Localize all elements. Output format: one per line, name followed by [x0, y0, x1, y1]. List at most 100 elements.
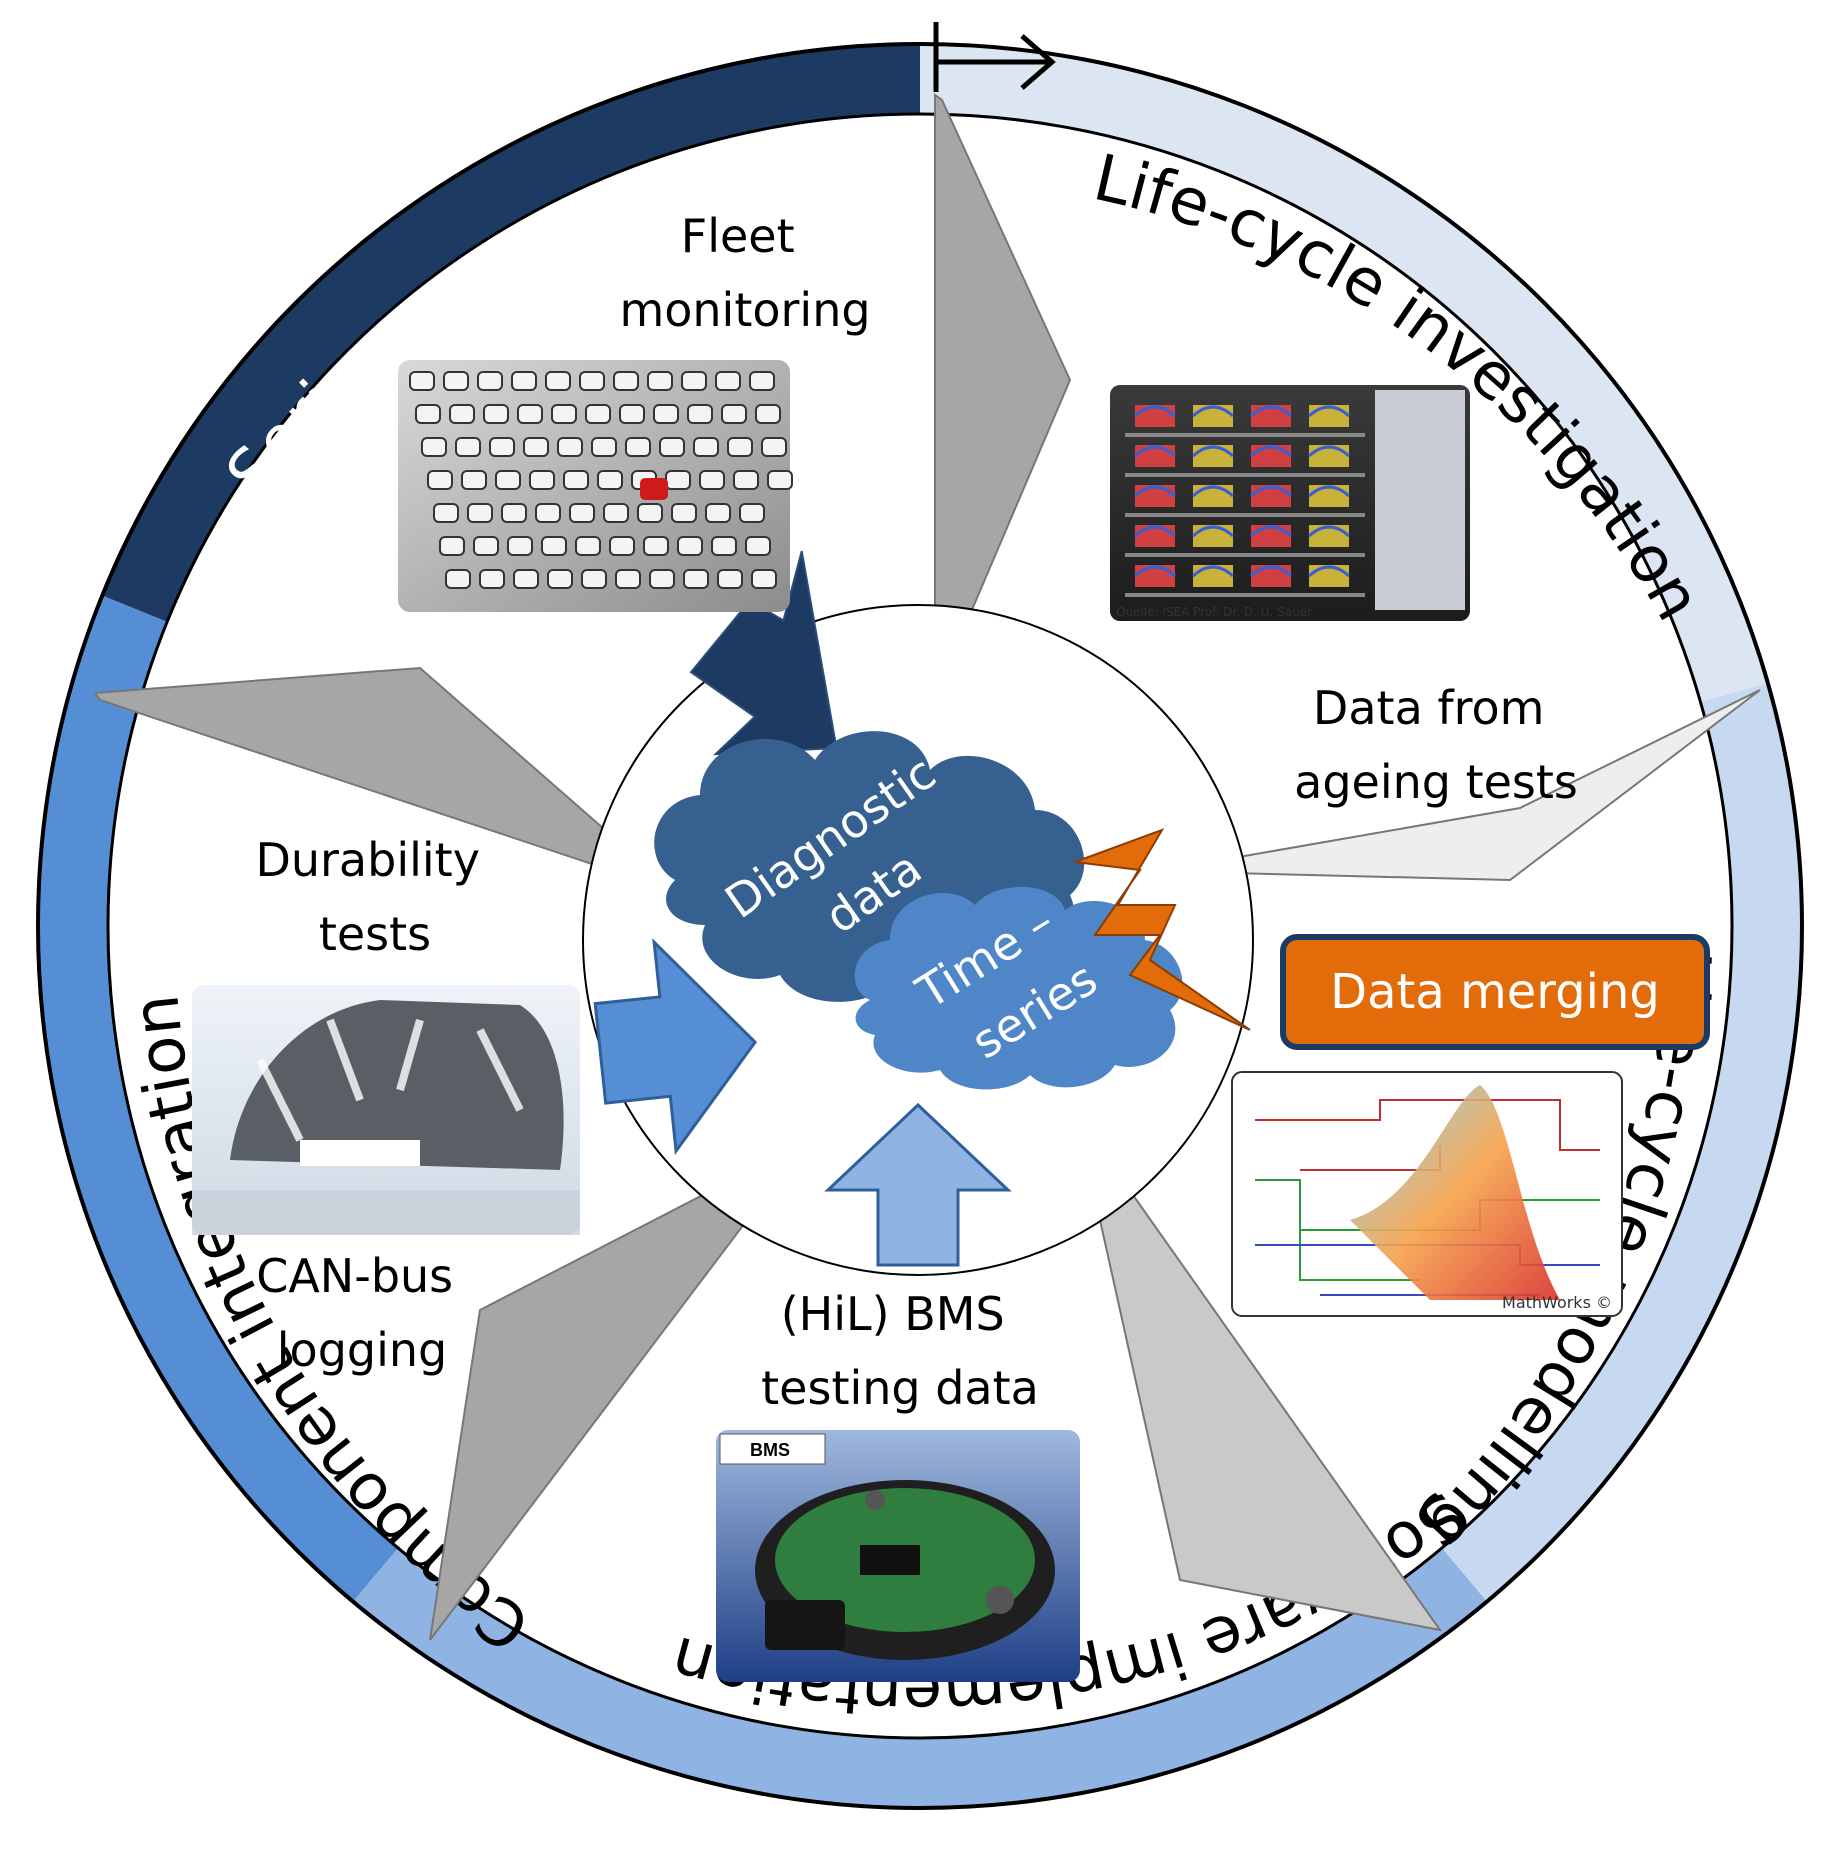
car-icon: [501, 503, 527, 523]
cable: [1307, 485, 1351, 498]
durability-feed-arrow: [593, 938, 758, 1156]
car-icon: [535, 503, 561, 523]
rack-shelf: [1125, 553, 1365, 557]
car-icon: [687, 404, 713, 424]
cable: [1191, 565, 1235, 578]
car-icon: [739, 503, 765, 523]
car-icon: [677, 536, 703, 556]
car-icon: [433, 503, 459, 523]
ring-segment-life-cycle-modelling: [1441, 682, 1802, 1602]
ring-segment-life-cycle-investigation: [920, 44, 1768, 703]
car-icon: [461, 470, 487, 490]
car-icon: [513, 569, 539, 589]
ageing-test-rack-photo: Quelle: ISEA Prof. Dr. D. U. Sauer: [1110, 385, 1470, 621]
red-car-icon: [640, 478, 668, 500]
car-icon: [693, 437, 719, 457]
car-icon: [547, 569, 573, 589]
car-icon: [755, 404, 781, 424]
car-icon: [749, 371, 775, 391]
car-icon: [721, 404, 747, 424]
car-icon: [615, 569, 641, 589]
car-icon: [579, 371, 605, 391]
car-icon: [591, 437, 617, 457]
car-icon: [455, 437, 481, 457]
cable: [1191, 485, 1235, 498]
cable: [1133, 525, 1177, 538]
car-icon: [761, 437, 787, 457]
car-icon: [443, 371, 469, 391]
car-icon: [477, 371, 503, 391]
car-icon: [597, 470, 623, 490]
car-icon: [563, 470, 589, 490]
cable: [1191, 525, 1235, 538]
cable: [1307, 525, 1351, 538]
car-icon: [699, 470, 725, 490]
car-icon: [529, 470, 555, 490]
car-icon: [643, 536, 669, 556]
car-icon: [439, 536, 465, 556]
car-icon: [479, 569, 505, 589]
data-merging-label: Data merging: [1330, 964, 1660, 1020]
cable: [1249, 525, 1293, 538]
fleet-cars-photo: [398, 360, 793, 612]
fleet-monitoring-label: Fleet monitoring: [619, 209, 870, 337]
ageing-photo-caption: Quelle: ISEA Prof. Dr. D. U. Sauer: [1116, 605, 1312, 619]
car-icon: [717, 569, 743, 589]
bms-testing-label: (HiL) BMS testing data: [761, 1287, 1039, 1415]
cable: [1249, 445, 1293, 458]
rack-shelf: [1125, 433, 1365, 437]
bms-feed-arrow: [824, 1102, 1012, 1267]
data-merging-box: Data merging: [1280, 934, 1710, 1050]
ring-segment-component-integration: [37, 595, 399, 1602]
cable: [1133, 405, 1177, 418]
car-icon: [727, 437, 753, 457]
cycle-start-arrow-icon: [933, 22, 1056, 92]
cable: [1307, 565, 1351, 578]
simulink-model-screenshot: MathWorks ©: [1231, 1071, 1623, 1317]
car-icon: [705, 503, 731, 523]
cable: [1249, 405, 1293, 418]
car-icon: [671, 503, 697, 523]
car-icon: [551, 404, 577, 424]
bms-tag-label: BMS: [750, 1440, 790, 1460]
car-icon: [575, 536, 601, 556]
ring-segment-software-implementation: [353, 1548, 1487, 1809]
car-icon: [449, 404, 475, 424]
durability-tests-label: Durability tests: [255, 833, 494, 961]
lightning-bolt-icon: [1074, 828, 1251, 1031]
mathworks-caption: MathWorks ©: [1502, 1293, 1612, 1312]
car-icon: [495, 470, 521, 490]
car-icon: [665, 470, 691, 490]
car-icon: [751, 569, 777, 589]
ring-segment-series-production: [102, 44, 921, 622]
car-icon: [473, 536, 499, 556]
car-icon: [545, 371, 571, 391]
car-icon: [637, 503, 663, 523]
car-icon: [711, 536, 737, 556]
can-bus-logging-label: CAN-bus logging: [256, 1249, 468, 1377]
bms-board-photo: BMS: [716, 1430, 1080, 1682]
time-series-cloud: [854, 886, 1183, 1090]
car-icon: [507, 536, 533, 556]
cable: [1191, 445, 1235, 458]
car-icon: [649, 569, 675, 589]
process-arrows: [93, 93, 1761, 1641]
cable: [1191, 405, 1235, 418]
car-icon: [715, 371, 741, 391]
rack-shelf: [1125, 473, 1365, 477]
car-icon: [625, 437, 651, 457]
cable: [1249, 485, 1293, 498]
car-icon: [683, 569, 709, 589]
car-icon: [523, 437, 549, 457]
cable: [1133, 445, 1177, 458]
ageing-tests-label: Data from ageing tests: [1294, 681, 1578, 809]
car-icon: [681, 371, 707, 391]
car-icon: [609, 536, 635, 556]
cable: [1249, 565, 1293, 578]
car-icon: [745, 536, 771, 556]
car-icon: [541, 536, 567, 556]
car-icon: [647, 371, 673, 391]
car-icon: [511, 371, 537, 391]
car-icon: [421, 437, 447, 457]
